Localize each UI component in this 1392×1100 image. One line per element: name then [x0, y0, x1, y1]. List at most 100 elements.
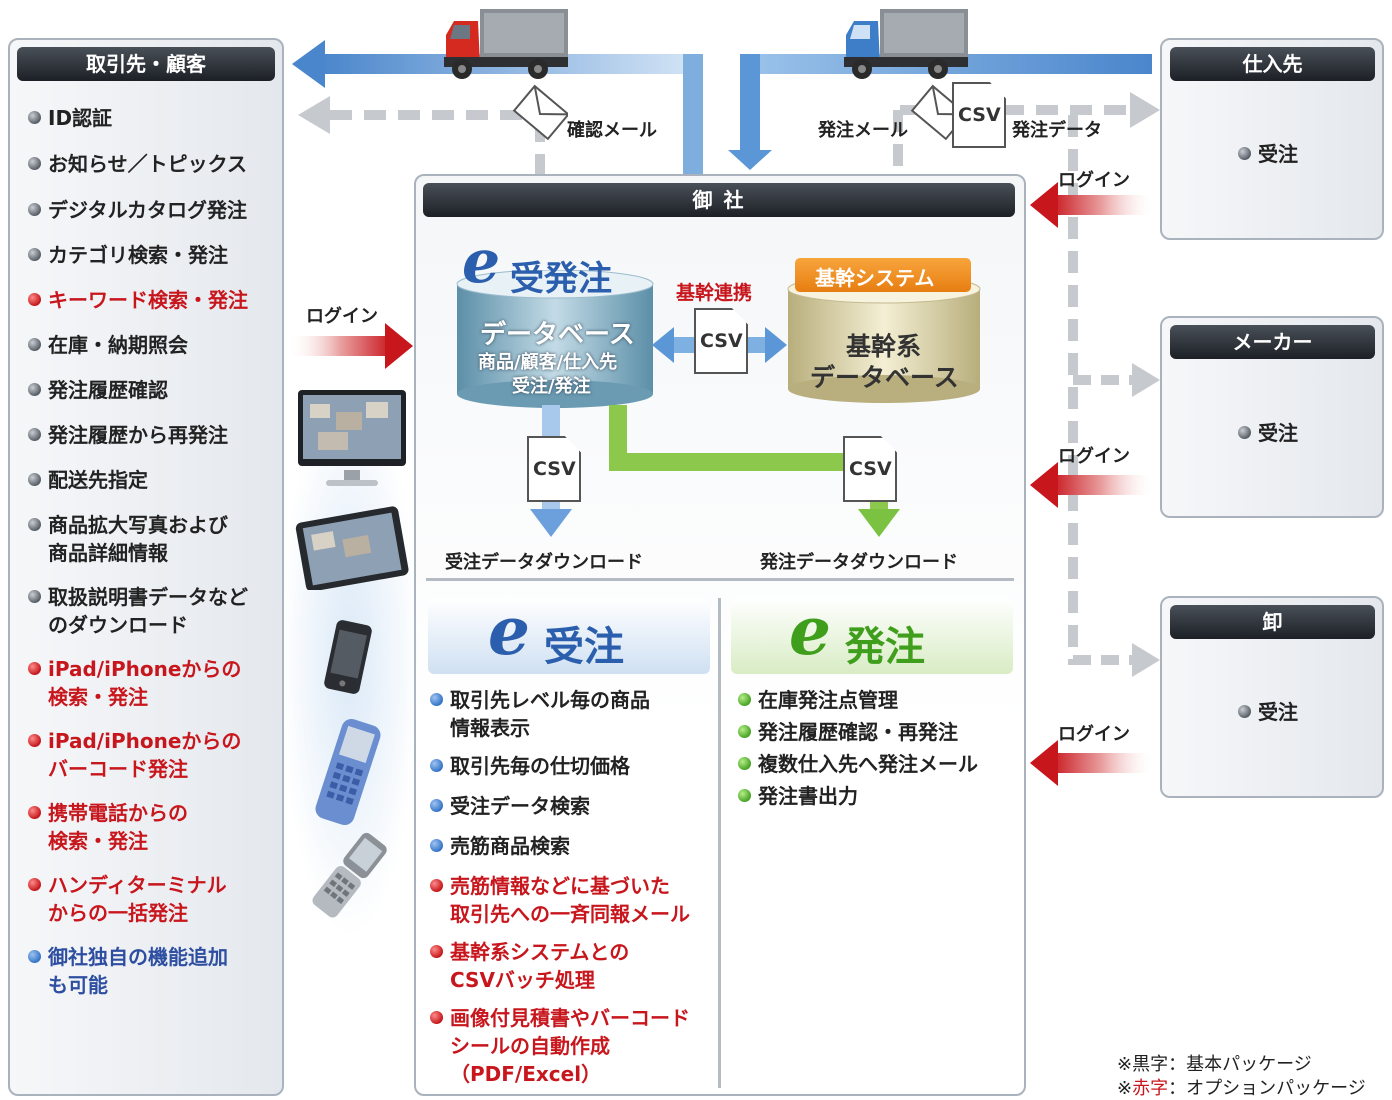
legend-line-1: ※黒字：基本パッケージ: [1117, 1050, 1312, 1076]
core-system-badge: [795, 258, 971, 292]
maker-login-label: ログイン: [1058, 446, 1130, 467]
bullet-icon: [430, 759, 443, 772]
customer-feature-item-line: 発注履歴確認: [48, 378, 168, 402]
blue-truck-icon: [844, 9, 968, 79]
legend-option-package: ：オプションパッケージ: [1168, 1078, 1366, 1099]
bullet-icon: [430, 693, 443, 706]
customer-feature-item: デジタルカタログ発注: [48, 196, 247, 224]
bullet-icon: [28, 473, 41, 486]
e-send-feature-item: 発注履歴確認・再発注: [758, 718, 958, 746]
tablet-icon: [295, 506, 409, 590]
legend-basic-package: ：基本パッケージ: [1168, 1054, 1312, 1075]
red-login-arrow-3: [1030, 740, 1155, 786]
customer-feature-item-line: お知らせ／トピックス: [48, 152, 247, 176]
bullet-icon: [738, 725, 751, 738]
e-receive-feature-item-line: 取引先毎の仕切価格: [450, 754, 630, 778]
customer-feature-item-line: カテゴリ検索・発注: [48, 243, 228, 267]
core-system-badge-text: 基幹システム: [815, 266, 935, 290]
e-order-db-title: データベース: [480, 320, 635, 350]
red-login-arrow-2: [1030, 462, 1155, 508]
customer-panel-title: 取引先・顧客: [17, 47, 275, 81]
customer-panel: [8, 38, 284, 1096]
bullet-icon: [28, 203, 41, 216]
e-receive-feature-item-line: 売筋情報などに基づいた: [450, 874, 670, 898]
bullet-icon: [28, 950, 41, 963]
customer-feature-item-line: 御社独自の機能追加: [48, 945, 228, 969]
bullet-icon: [430, 799, 443, 812]
bullet-icon: [28, 338, 41, 351]
legend-red-label: 赤字: [1132, 1078, 1169, 1099]
customer-feature-item-line: 商品詳細情報: [48, 541, 168, 565]
customer-feature-item: 配送先指定: [48, 466, 148, 494]
e-receive-feature-item-line: シールの自動作成: [450, 1034, 610, 1058]
customer-feature-item-line: 携帯電話からの: [48, 801, 188, 825]
e-send-feature-item-line: 複数仕入先へ発注メール: [758, 752, 978, 776]
customer-feature-item-line: キーワード検索・発注: [48, 288, 248, 312]
wholesaler-receive-item: 受注: [1258, 700, 1298, 724]
e-send-feature-item: 複数仕入先へ発注メール: [758, 750, 978, 778]
bullet-icon: [1238, 147, 1251, 160]
legend-black-label: ※黒字: [1117, 1054, 1169, 1075]
supplier-panel-title: 仕入先: [1170, 47, 1375, 81]
flip-phone-icon: [312, 832, 387, 918]
order-data-label: 発注データ: [1012, 120, 1102, 141]
bullet-icon: [430, 839, 443, 852]
customer-feature-item: 発注履歴から再発注: [48, 421, 228, 449]
confirm-mail-label: 確認メール: [567, 120, 657, 141]
download-right-label: 発注データダウンロード: [760, 552, 958, 573]
customer-feature-item: お知らせ／トピックス: [48, 150, 247, 178]
customer-feature-item: iPad/iPhoneからの検索・発注: [48, 655, 241, 711]
bullet-icon: [1238, 426, 1251, 439]
e-send-banner: [731, 598, 1013, 674]
csv-file-icon-right: [843, 436, 897, 502]
core-database-cylinder: [787, 275, 981, 403]
bullet-icon: [28, 293, 41, 306]
maker-receive-item: 受注: [1258, 421, 1298, 445]
customer-feature-item: ハンディターミナルからの一括発注: [48, 871, 227, 927]
red-login-arrow-left: [288, 323, 413, 369]
wholesaler-panel-title: 卸: [1170, 605, 1375, 639]
e-receive-feature-item-line: 取引先への一斉同報メール: [450, 902, 690, 926]
customer-feature-item: 御社独自の機能追加も可能: [48, 943, 228, 999]
customer-feature-item-line: からの一括発注: [48, 901, 188, 925]
customer-feature-item-line: デジタルカタログ発注: [48, 198, 247, 222]
bullet-icon: [28, 157, 41, 170]
customer-feature-item-line: 商品拡大写真および: [48, 513, 228, 537]
red-truck-icon: [444, 9, 568, 79]
customer-feature-item: 商品拡大写真および商品詳細情報: [48, 511, 228, 567]
horizontal-divider: [426, 578, 1014, 581]
customer-feature-item-line: 検索・発注: [48, 685, 148, 709]
customer-feature-item-line: バーコード発注: [48, 757, 188, 781]
handy-terminal-icon: [315, 718, 381, 826]
red-login-arrow-1: [1030, 182, 1155, 228]
customer-feature-item-line: iPad/iPhoneからの: [48, 657, 242, 681]
e-receive-feature-item-line: 受注データ検索: [450, 794, 590, 818]
gray-dashed-branches: [1068, 115, 1160, 677]
csv-file-icon-left: [527, 436, 581, 502]
bullet-icon: [738, 693, 751, 706]
bullet-icon: [28, 734, 41, 747]
e-receive-feature-item: 画像付見積書やバーコードシールの自動作成（PDF/Excel）: [450, 1004, 690, 1088]
csv-file-icon-middle: [694, 308, 748, 374]
customer-feature-item: 携帯電話からの検索・発注: [48, 799, 188, 855]
e-receive-feature-item-line: （PDF/Excel）: [450, 1062, 602, 1086]
customer-feature-item: キーワード検索・発注: [48, 286, 248, 314]
customer-feature-item: iPad/iPhoneからのバーコード発注: [48, 727, 241, 783]
e-receive-feature-item-line: CSVバッチ処理: [450, 968, 595, 992]
e-send-feature-item-line: 発注履歴確認・再発注: [758, 720, 958, 744]
bullet-icon: [28, 248, 41, 261]
e-order-db-line3: 受注/発注: [512, 376, 591, 397]
bullet-icon: [1238, 705, 1251, 718]
e-receive-feature-item-line: 売筋商品検索: [450, 834, 570, 858]
gray-dashed-arrow-left: [298, 96, 545, 180]
bullet-icon: [28, 518, 41, 531]
mail-envelope-icon: [512, 84, 568, 141]
e-receive-feature-item: 取引先毎の仕切価格: [450, 752, 630, 780]
bullet-icon: [738, 757, 751, 770]
e-receive-feature-item: 売筋商品検索: [450, 832, 570, 860]
customer-feature-item-line: ハンディターミナル: [48, 873, 227, 897]
customer-feature-item: ID認証: [48, 104, 112, 132]
supplier-login-label: ログイン: [1058, 170, 1130, 191]
customer-feature-item-line: 検索・発注: [48, 829, 148, 853]
